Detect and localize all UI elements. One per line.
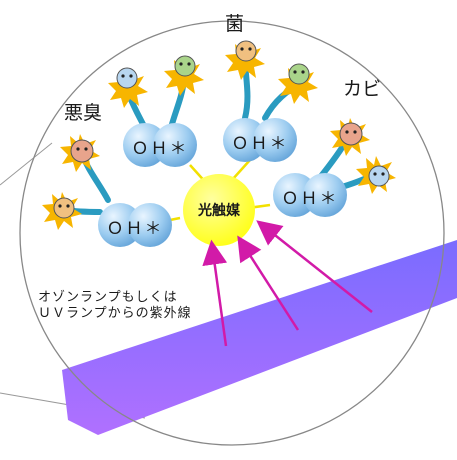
radical-label-3: ＯＨ＊ xyxy=(281,189,339,209)
odor-icon xyxy=(235,40,257,62)
uv-light-band xyxy=(62,240,457,435)
catalyst-label: 光触媒 xyxy=(198,203,240,219)
radical-oh-1 xyxy=(123,123,197,167)
starburst-icon xyxy=(108,70,148,108)
radical-bubbles xyxy=(98,118,347,247)
label-mold: カビ xyxy=(343,78,382,100)
odor-icon xyxy=(53,197,75,219)
radical-label-1: ＯＨ＊ xyxy=(131,139,189,159)
uv-arrows xyxy=(202,220,373,347)
radical-oh-2 xyxy=(223,118,297,162)
radical-oh-3 xyxy=(273,173,347,217)
odor-icon xyxy=(70,139,94,163)
radical-label-4: ＯＨ＊ xyxy=(106,219,164,239)
uv-arrow-icon xyxy=(256,220,373,313)
mold-icon xyxy=(368,165,390,187)
radical-label-2: ＯＨ＊ xyxy=(231,134,289,154)
uv-arrow-icon xyxy=(237,235,300,331)
photocatalyst-circle xyxy=(183,174,255,246)
bacteria-icon xyxy=(288,63,310,85)
uv-arrow-icon xyxy=(202,239,228,347)
odor-icon xyxy=(339,122,363,146)
label-light-source-line2: ＵＶランプからの紫外線 xyxy=(38,306,192,321)
magnifier-circle xyxy=(19,20,445,446)
label-bacteria: 菌 xyxy=(225,13,245,35)
radical-oh-4 xyxy=(98,203,172,247)
label-odor: 悪臭 xyxy=(64,102,103,124)
bacteria-icon xyxy=(174,55,196,77)
germ-icons xyxy=(53,40,390,219)
magnifier-guide-line-top xyxy=(0,142,53,186)
label-light-source-line1: オゾンランプもしくは xyxy=(38,290,178,305)
mold-icon xyxy=(116,67,138,89)
